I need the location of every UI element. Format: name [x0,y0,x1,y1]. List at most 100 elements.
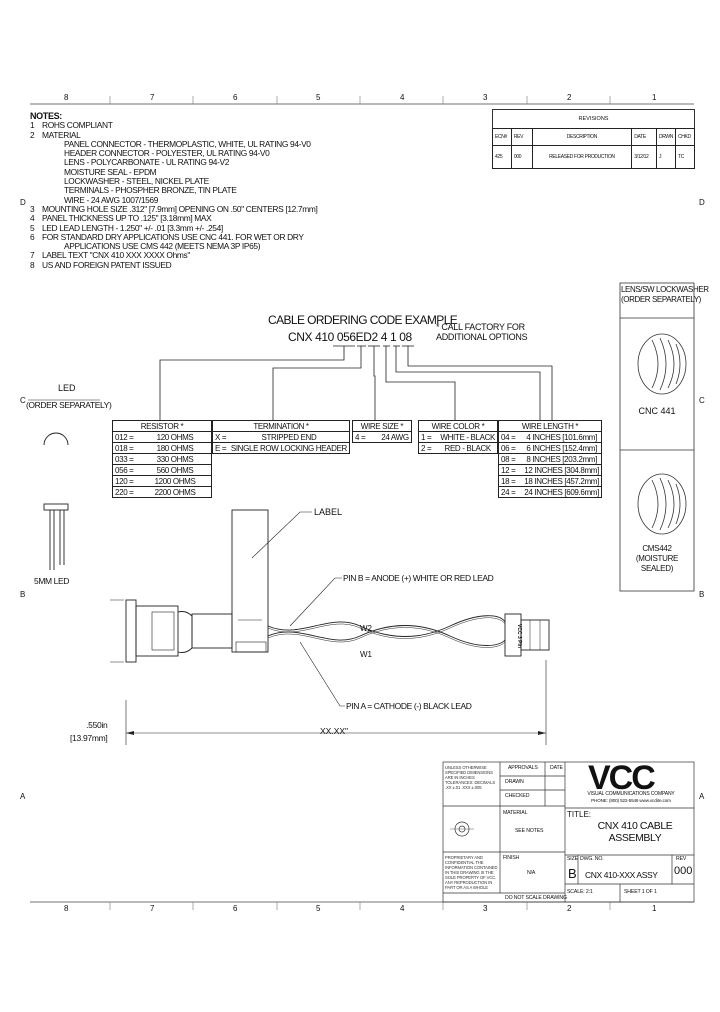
note-text: LABEL TEXT "CNX 410 XXX XXXX Ohms" [42,250,190,261]
material-label: MATERIAL [503,810,528,816]
note-line: APPLICATIONS USE CMS 442 (MEETS NEMA 3P … [30,242,317,251]
label-callout: LABEL [314,507,343,517]
led-drawing [28,399,100,570]
finish-label: FINISH [503,855,520,861]
resistor-row-value: 180 OHMS [139,442,212,454]
wire-length-row: 18 =18 INCHES [457.2mm] [498,475,603,487]
rev-rev: 000 [510,145,533,169]
resistor-row: 033 =330 OHMS [112,453,212,465]
note-number: 7 [30,250,35,261]
zone-bottom-7: 7 [150,904,155,913]
rev-date: 3/12/12 [631,145,657,169]
notes-title: NOTES: [30,111,62,121]
resistor-row: 012 =120 OHMS [112,431,212,443]
resistor-row-code: 220 = [112,486,139,498]
zone-bottom-5: 5 [316,904,321,913]
note-line: LENS - POLYCARBONATE - UL RATING 94-V2 [30,158,317,167]
zone-right-b: B [699,590,705,599]
wire-color-row-code: 1 = [418,431,439,443]
termination-row-value: STRIPPED END [228,431,350,443]
wire-length-row: 04 =4 INCHES [101.6mm] [498,431,603,443]
approvals-label: APPROVALS [508,765,538,771]
wire-color-row: 1 =WHITE - BLACK [418,431,499,443]
wire-color-row: 2 =RED - BLACK [418,442,499,454]
ordering-code-resistor: 056 [336,330,356,344]
note-line: TERMINALS - PHOSPHER BRONZE, TIN PLATE [30,186,317,195]
note-number: 1 [30,120,35,131]
wire-color-row-value: WHITE - BLACK [438,431,499,443]
wire-size-row-code: 4 = [352,431,379,443]
wire-length-row-value: 4 INCHES [101.6mm] [522,431,603,443]
wire-length-row-code: 04 = [498,431,523,443]
sheet-value: SHEET 1 OF 1 [624,889,657,895]
approvals-drawn: DRAWN [505,779,524,785]
wire-length-row-value: 12 INCHES [304.8mm] [522,464,603,476]
note-number: 8 [30,259,35,270]
pin-a-callout: PIN A = CATHODE (-) BLACK LEAD [346,701,472,711]
zone-bottom-6: 6 [233,904,238,913]
rev-drwn: J [655,145,677,169]
size-label: SIZE [567,856,578,862]
wire-length-row: 06 =6 INCHES [152.4mm] [498,442,603,454]
ordering-leaders [159,345,553,420]
zone-top-1: 1 [652,93,657,102]
rev-ecn: 425 [492,145,512,169]
material-value: SEE NOTES [515,828,544,834]
wire-length-row-value: 24 INCHES [609.6mm] [522,486,603,498]
vcc-logo: VCC [588,759,656,797]
zone-bottom-4: 4 [400,904,405,913]
wire-length-row: 24 =24 INCHES [609.6mm] [498,486,603,498]
ordering-code-termination: E [355,330,364,344]
resistor-row-value: 2200 OHMS [139,486,212,498]
note-text: TERMINALS - PHOSPHER BRONZE, TIN PLATE [64,185,237,196]
termination-row-value: SINGLE ROW LOCKING HEADER [228,442,350,454]
wire-w2-label: W2 [360,624,372,633]
termination-row-code: E = [211,442,229,454]
resistor-row: 056 =560 OHMS [112,464,212,476]
cable-assembly [110,509,550,745]
drawing-title: CNX 410 CABLE ASSEMBLY [597,820,673,844]
ordering-code: CNX 410 056ED2 4 1 08 [288,330,412,344]
note-line: HEADER CONNECTOR - POLYESTER, UL RATING … [30,149,317,158]
revisions-block: REVISIONS ECN# REV DESCRIPTION DATE DRWN… [492,109,695,169]
zone-bottom-1: 1 [652,904,657,913]
note-number: 6 [30,231,35,242]
resistor-row: 018 =180 OHMS [112,442,212,454]
company-line1: VISUAL COMMUNICATIONS COMPANY [587,791,675,797]
resistor-table-title: RESISTOR * [112,420,212,432]
title-block-grid [442,761,695,903]
wire-length-table-body: 04 =4 INCHES [101.6mm]06 =6 INCHES [152.… [498,431,603,498]
zone-top-5: 5 [316,93,321,102]
wire-length-row-value: 18 INCHES [457.2mm] [522,475,603,487]
revisions-header-row: ECN# REV DESCRIPTION DATE DRWN CHKD [492,128,695,146]
pin-b-callout: PIN B = ANODE (+) WHITE OR RED LEAD [343,573,494,583]
rev-col-date: DATE [631,128,657,146]
dwg-label: DWG. NO. [580,856,604,862]
dimension-length: XX.XX" [320,726,349,736]
wire-length-row-code: 06 = [498,442,523,454]
note-number: 3 [30,203,35,214]
resistor-row: 120 =1200 OHMS [112,475,212,487]
note-line: MOISTURE SEAL - EPDM [30,167,317,177]
connector-text: VCC 3 Pin [516,624,522,648]
note-line: 7 LABEL TEXT "CNX 410 XXX XXXX Ohms" [30,250,317,261]
note-number: 4 [30,213,35,224]
wire-size-row: 4 =24 AWG [352,431,412,443]
resistor-row-code: 056 = [112,464,139,476]
revisions-title: REVISIONS [492,109,695,128]
wire-length-row-value: 8 INCHES [203.2mm] [522,453,603,465]
wire-length-table: WIRE LENGTH * 04 =4 INCHES [101.6mm]06 =… [498,420,603,498]
resistor-row-code: 120 = [112,475,139,487]
zone-left-d: D [20,198,26,207]
size-value: B [568,866,577,881]
scale-value: SCALE: 2:1 [567,889,593,895]
termination-table-title: TERMINATION * [212,420,350,432]
zone-bottom-2: 2 [567,904,572,913]
rev-col-rev: REV [510,128,533,146]
zone-top-2: 2 [567,93,572,102]
